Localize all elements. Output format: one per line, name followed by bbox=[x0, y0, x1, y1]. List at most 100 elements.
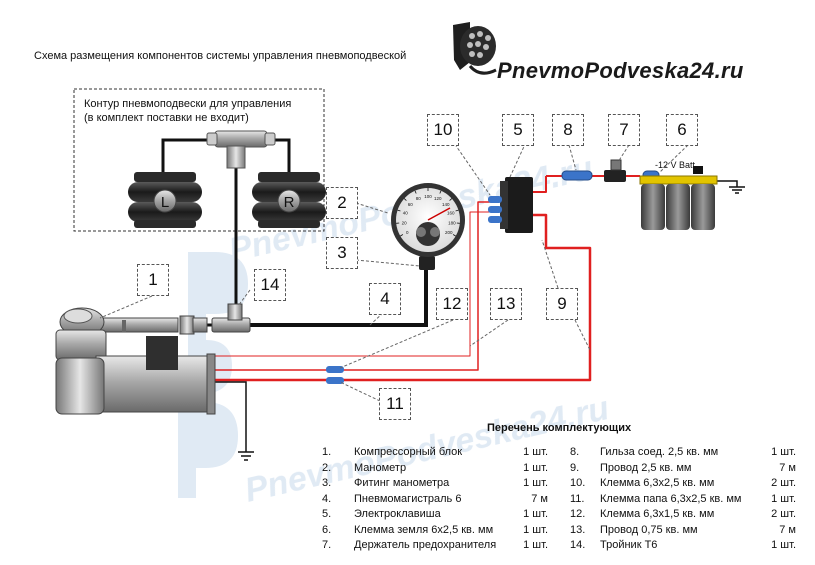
compressor-unit bbox=[55, 307, 216, 415]
gauge-tick-label: 0 bbox=[406, 230, 409, 235]
part-name: Манометр bbox=[354, 461, 407, 474]
gauge-tick-label: 120 bbox=[434, 196, 442, 201]
part-number: 9. bbox=[570, 461, 580, 474]
tee-t6 bbox=[211, 303, 251, 333]
part-number: 13. bbox=[570, 523, 586, 536]
brand-logo bbox=[453, 22, 497, 75]
part-quantity: 1 шт. bbox=[771, 539, 796, 551]
rocker-switch bbox=[488, 177, 533, 233]
bag-right-label: R bbox=[284, 194, 295, 211]
gauge-tick-mark bbox=[452, 234, 456, 237]
part-number: 14. bbox=[570, 539, 586, 551]
battery-label: -12 V Batt bbox=[655, 160, 696, 170]
gauge-tick-label: 60 bbox=[408, 202, 414, 207]
part-quantity: 1 шт. bbox=[523, 461, 548, 474]
bag-left-label: L bbox=[161, 194, 169, 211]
callout-5: 5 bbox=[502, 114, 534, 146]
part-number: 5. bbox=[322, 508, 332, 520]
part-name: Гильза соед. 2,5 кв. мм bbox=[600, 446, 719, 458]
part-number: 7. bbox=[322, 539, 332, 551]
parts-list-title: Перечень комплектующих bbox=[487, 422, 632, 434]
part-name: Клемма папа 6,3х2,5 кв. мм bbox=[600, 492, 742, 505]
callout-8: 8 bbox=[552, 114, 584, 146]
gauge-tick-mark bbox=[439, 190, 442, 194]
part-quantity: 2 шт. bbox=[771, 477, 796, 489]
gauge-tick-mark bbox=[400, 234, 404, 237]
part-number: 11. bbox=[570, 492, 585, 505]
part-number: 6. bbox=[322, 523, 332, 536]
contour-label: Контур пневмоподвески для управления (в … bbox=[84, 97, 291, 125]
callout-3: 3 bbox=[326, 237, 358, 269]
callout-14: 14 bbox=[254, 269, 286, 301]
gauge-tick-label: 140 bbox=[442, 202, 450, 207]
parts-list-row: 6. Клемма земля 6х2,5 кв. мм 1 шт. bbox=[322, 524, 548, 540]
part-number: 10. bbox=[570, 477, 586, 489]
callout-6: 6 bbox=[666, 114, 698, 146]
part-number: 2. bbox=[322, 461, 332, 474]
brand-name: PnevmoPodveska24.ru bbox=[497, 58, 744, 83]
callout-12: 12 bbox=[436, 288, 468, 320]
air-lines bbox=[161, 138, 428, 327]
gauge-tick-label: 200 bbox=[445, 230, 453, 235]
part-number: 8. bbox=[570, 446, 580, 458]
gauge-tick-mark bbox=[397, 209, 401, 212]
terminal-female bbox=[326, 366, 344, 373]
part-name: Провод 2,5 кв. мм bbox=[600, 461, 692, 474]
part-number: 1. bbox=[322, 446, 332, 458]
callout-10: 10 bbox=[427, 114, 459, 146]
gauge-tick-label: 180 bbox=[448, 221, 456, 226]
parts-list-row: 2. Манометр 1 шт. bbox=[322, 462, 548, 478]
part-name: Электроклавиша bbox=[354, 508, 441, 520]
part-name: Фитинг манометра bbox=[354, 477, 450, 489]
gauge-tick-label: 160 bbox=[447, 211, 455, 216]
gauge-tick-mark bbox=[414, 190, 417, 194]
part-quantity: 7 м bbox=[779, 523, 796, 536]
parts-list-row: 8. Гильза соед. 2,5 кв. мм 1 шт. bbox=[570, 446, 796, 462]
gauge-tick-label: 20 bbox=[402, 221, 408, 226]
part-name: Клемма 6,3х2,5 кв. мм bbox=[600, 477, 715, 489]
part-number: 12. bbox=[570, 508, 586, 520]
top-tee-fitting bbox=[206, 130, 276, 169]
air-bag-right: R bbox=[252, 172, 326, 228]
part-name: Клемма земля 6х2,5 кв. мм bbox=[354, 523, 494, 536]
part-name: Компрессорный блок bbox=[354, 446, 463, 458]
battery: -12 V Batt bbox=[639, 160, 718, 230]
parts-list-row: 11. Клемма папа 6,3х2,5 кв. мм 1 шт. bbox=[570, 493, 796, 509]
gauge-tick-label: 100 bbox=[424, 194, 432, 199]
callout-11: 11 bbox=[379, 388, 411, 420]
gauge-tick-mark bbox=[403, 198, 407, 201]
part-name: Тройник Т6 bbox=[600, 539, 658, 551]
contour-box bbox=[73, 88, 325, 232]
fuse-holder bbox=[604, 159, 626, 182]
page-title: Схема размещения компонентов системы упр… bbox=[34, 50, 407, 62]
part-name: Пневмомагистраль 6 bbox=[354, 492, 462, 505]
part-quantity: 1 шт. bbox=[771, 446, 796, 458]
gauge-tick-mark bbox=[449, 198, 453, 201]
terminal-female bbox=[326, 377, 344, 384]
part-quantity: 1 шт. bbox=[771, 492, 796, 505]
callout-2: 2 bbox=[326, 187, 358, 219]
part-quantity: 7 м bbox=[531, 492, 548, 505]
part-quantity: 2 шт. bbox=[771, 508, 796, 520]
contour-label-line2: (в комплект поставки не входит) bbox=[84, 112, 249, 124]
connector-sleeve bbox=[561, 170, 593, 181]
parts-list-row: 7. Держатель предохранителя 1 шт. bbox=[322, 539, 548, 555]
part-quantity: 1 шт. bbox=[523, 539, 548, 551]
part-quantity: 1 шт. bbox=[523, 477, 548, 489]
parts-list-row: 10. Клемма 6,3х2,5 кв. мм 2 шт. bbox=[570, 477, 796, 493]
gauge-tick-label: 80 bbox=[416, 196, 422, 201]
parts-list-row: 14. Тройник Т6 1 шт. bbox=[570, 539, 796, 555]
part-name: Держатель предохранителя bbox=[354, 539, 497, 551]
contour-label-line1: Контур пневмоподвески для управления bbox=[84, 98, 292, 110]
part-quantity: 1 шт. bbox=[523, 523, 548, 536]
parts-list-right: 8. Гильза соед. 2,5 кв. мм 1 шт. 9. Провод 2… bbox=[570, 446, 796, 555]
